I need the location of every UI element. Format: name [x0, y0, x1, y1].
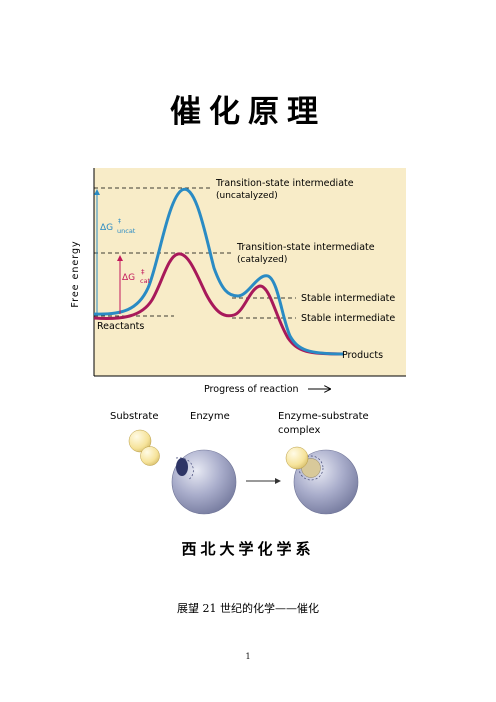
- page-number: 1: [245, 652, 251, 661]
- school-name: 西北大学化学系: [181, 540, 315, 558]
- products-label: Products: [342, 350, 383, 361]
- dg-uncat-sub: uncat: [117, 227, 136, 235]
- complex-label-line2: complex: [278, 425, 320, 436]
- reactants-label: Reactants: [97, 321, 144, 332]
- stable1-label: Stable intermediate: [301, 293, 395, 304]
- enzyme-substrate-diagram: Substrate Enzyme Enzyme-substrate comple…: [108, 406, 408, 524]
- y-axis-label: Free energy: [70, 240, 81, 307]
- plot-background: [94, 168, 406, 376]
- complex-label-line1: Enzyme-substrate: [278, 411, 369, 422]
- stable2-label: Stable intermediate: [301, 313, 395, 324]
- energy-diagram: ΔG ‡ uncat ΔG ‡ cat Transition-state int…: [64, 168, 424, 400]
- substrate-label: Substrate: [110, 411, 158, 422]
- catalyzed-curve: [93, 252, 345, 356]
- enzyme-sphere: [171, 449, 237, 515]
- active-site: [176, 458, 188, 476]
- substrate-sphere-a: [128, 429, 152, 453]
- active-site-outline: [175, 457, 194, 481]
- document-subtitle: 展望 21 世纪的化学——催化: [177, 602, 319, 615]
- enzyme-label: Enzyme: [190, 411, 230, 422]
- document-title: 催化原理: [170, 94, 326, 130]
- ts-uncat-note: (uncatalyzed): [216, 191, 278, 201]
- uncatalyzed-curve: [93, 187, 345, 356]
- ts-cat-label: Transition-state intermediate: [236, 242, 375, 253]
- x-axis-label: Progress of reaction: [204, 384, 299, 395]
- ts-uncat-label: Transition-state intermediate: [215, 178, 354, 189]
- dg-cat-label: ΔG: [122, 273, 135, 283]
- dg-uncat-label: ΔG: [100, 223, 113, 233]
- complex-substrate-outer: [285, 446, 309, 470]
- dg-cat-sub: cat: [140, 277, 151, 285]
- ts-cat-note: (catalyzed): [237, 255, 287, 265]
- dg-cat-sup: ‡: [141, 268, 145, 276]
- substrate-sphere-b: [140, 446, 160, 466]
- dg-uncat-sup: ‡: [118, 218, 121, 225]
